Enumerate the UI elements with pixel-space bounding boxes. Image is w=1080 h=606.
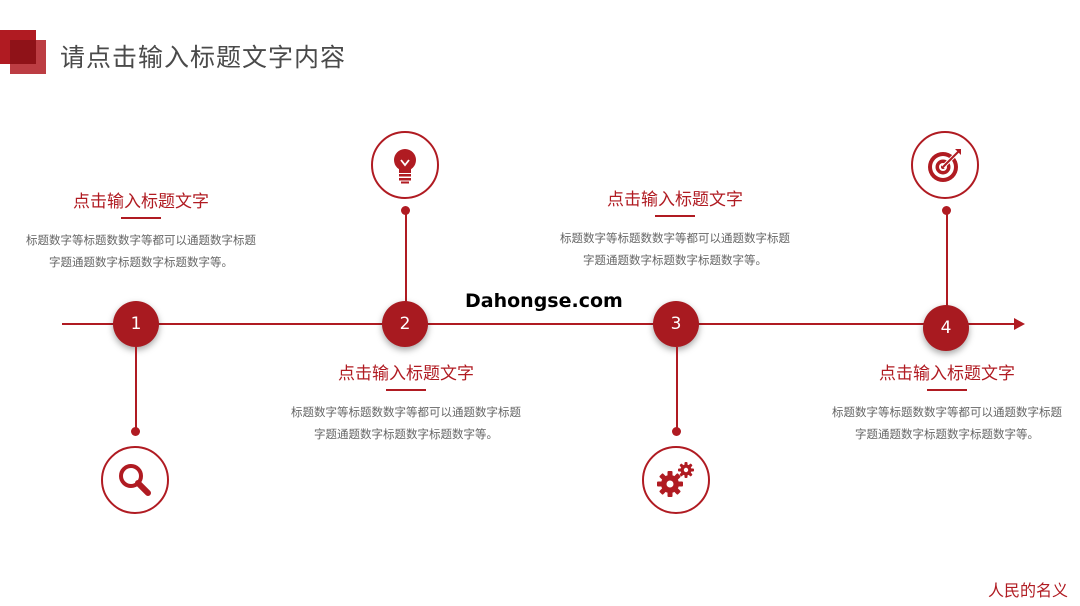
step-3-underline [655, 215, 695, 217]
step-4-connector [946, 210, 948, 306]
lightbulb-icon [394, 149, 416, 184]
step-2-text-block: 点击输入标题文字 标题数字等标题数数字等都可以通题数字标题字题通题数字标题数字标… [286, 359, 526, 445]
step-3-icon-circle [642, 446, 710, 514]
search-icon [119, 464, 151, 496]
gears-icon [657, 462, 694, 497]
watermark: Dahongse.com [465, 290, 623, 312]
step-3-connector-dot [672, 427, 681, 436]
step-2-node[interactable]: 2 [382, 301, 428, 347]
step-3-node[interactable]: 3 [653, 301, 699, 347]
step-1-underline [121, 217, 161, 219]
step-2-title[interactable]: 点击输入标题文字 [338, 364, 474, 384]
step-2-connector [405, 210, 407, 302]
step-1-icon-circle [101, 446, 169, 514]
step-3-text-block: 点击输入标题文字 标题数字等标题数数字等都可以通题数字标题字题通题数字标题数字标… [555, 185, 795, 271]
step-4-text-block: 点击输入标题文字 标题数字等标题数数字等都可以通题数字标题字题通题数字标题数字标… [827, 359, 1067, 445]
footer-text: 人民的名义 [987, 581, 1068, 600]
step-3-connector [676, 347, 678, 431]
step-4-icon-circle [911, 131, 979, 199]
step-3-description[interactable]: 标题数字等标题数数字等都可以通题数字标题字题通题数字标题数字标题数字等。 [560, 231, 790, 267]
step-2-description[interactable]: 标题数字等标题数数字等都可以通题数字标题字题通题数字标题数字标题数字等。 [291, 405, 521, 441]
step-2-underline [386, 389, 426, 391]
step-4-description[interactable]: 标题数字等标题数数字等都可以通题数字标题字题通题数字标题数字标题数字等。 [832, 405, 1062, 441]
step-1-title[interactable]: 点击输入标题文字 [73, 192, 209, 212]
page-title[interactable]: 请点击输入标题文字内容 [60, 43, 347, 72]
step-1-description[interactable]: 标题数字等标题数数字等都可以通题数字标题字题通题数字标题数字标题数字等。 [26, 233, 256, 269]
step-1-connector-dot [131, 427, 140, 436]
step-4-title[interactable]: 点击输入标题文字 [879, 364, 1015, 384]
target-icon [928, 149, 961, 182]
step-2-icon-circle [371, 131, 439, 199]
step-3-title[interactable]: 点击输入标题文字 [607, 190, 743, 210]
timeline-line [62, 323, 1018, 325]
step-1-text-block: 点击输入标题文字 标题数字等标题数数字等都可以通题数字标题字题通题数字标题数字标… [21, 187, 261, 273]
timeline-arrow [1014, 318, 1025, 330]
step-1-connector [135, 347, 137, 431]
step-4-underline [927, 389, 967, 391]
step-1-node[interactable]: 1 [113, 301, 159, 347]
step-4-node[interactable]: 4 [923, 305, 969, 351]
header-logo-block [0, 30, 46, 74]
